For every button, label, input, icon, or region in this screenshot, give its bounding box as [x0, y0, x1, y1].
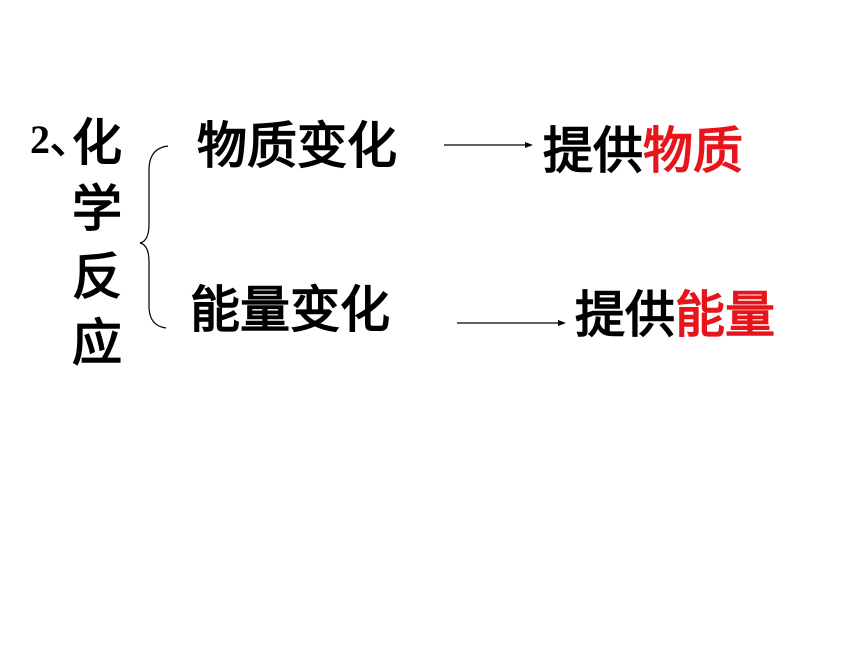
- result-highlight: 物质: [643, 122, 743, 180]
- title-char-4: 应: [72, 314, 122, 372]
- result-prefix: 提供: [575, 286, 675, 344]
- result-energy: 提供能量: [575, 285, 775, 345]
- change-label-energy: 能量变化: [190, 281, 390, 339]
- change-label-matter: 物质变化: [197, 117, 397, 175]
- title-char-1: 化: [72, 114, 122, 172]
- curly-brace: [139, 145, 169, 329]
- result-prefix: 提供: [543, 122, 643, 180]
- arrow-top: [444, 142, 533, 148]
- result-highlight: 能量: [675, 286, 775, 344]
- title-char-2: 学: [72, 180, 122, 238]
- title-char-3: 反: [72, 248, 122, 306]
- item-number: 2、: [30, 117, 90, 162]
- arrow-bottom: [457, 320, 566, 326]
- result-matter: 提供物质: [543, 121, 743, 181]
